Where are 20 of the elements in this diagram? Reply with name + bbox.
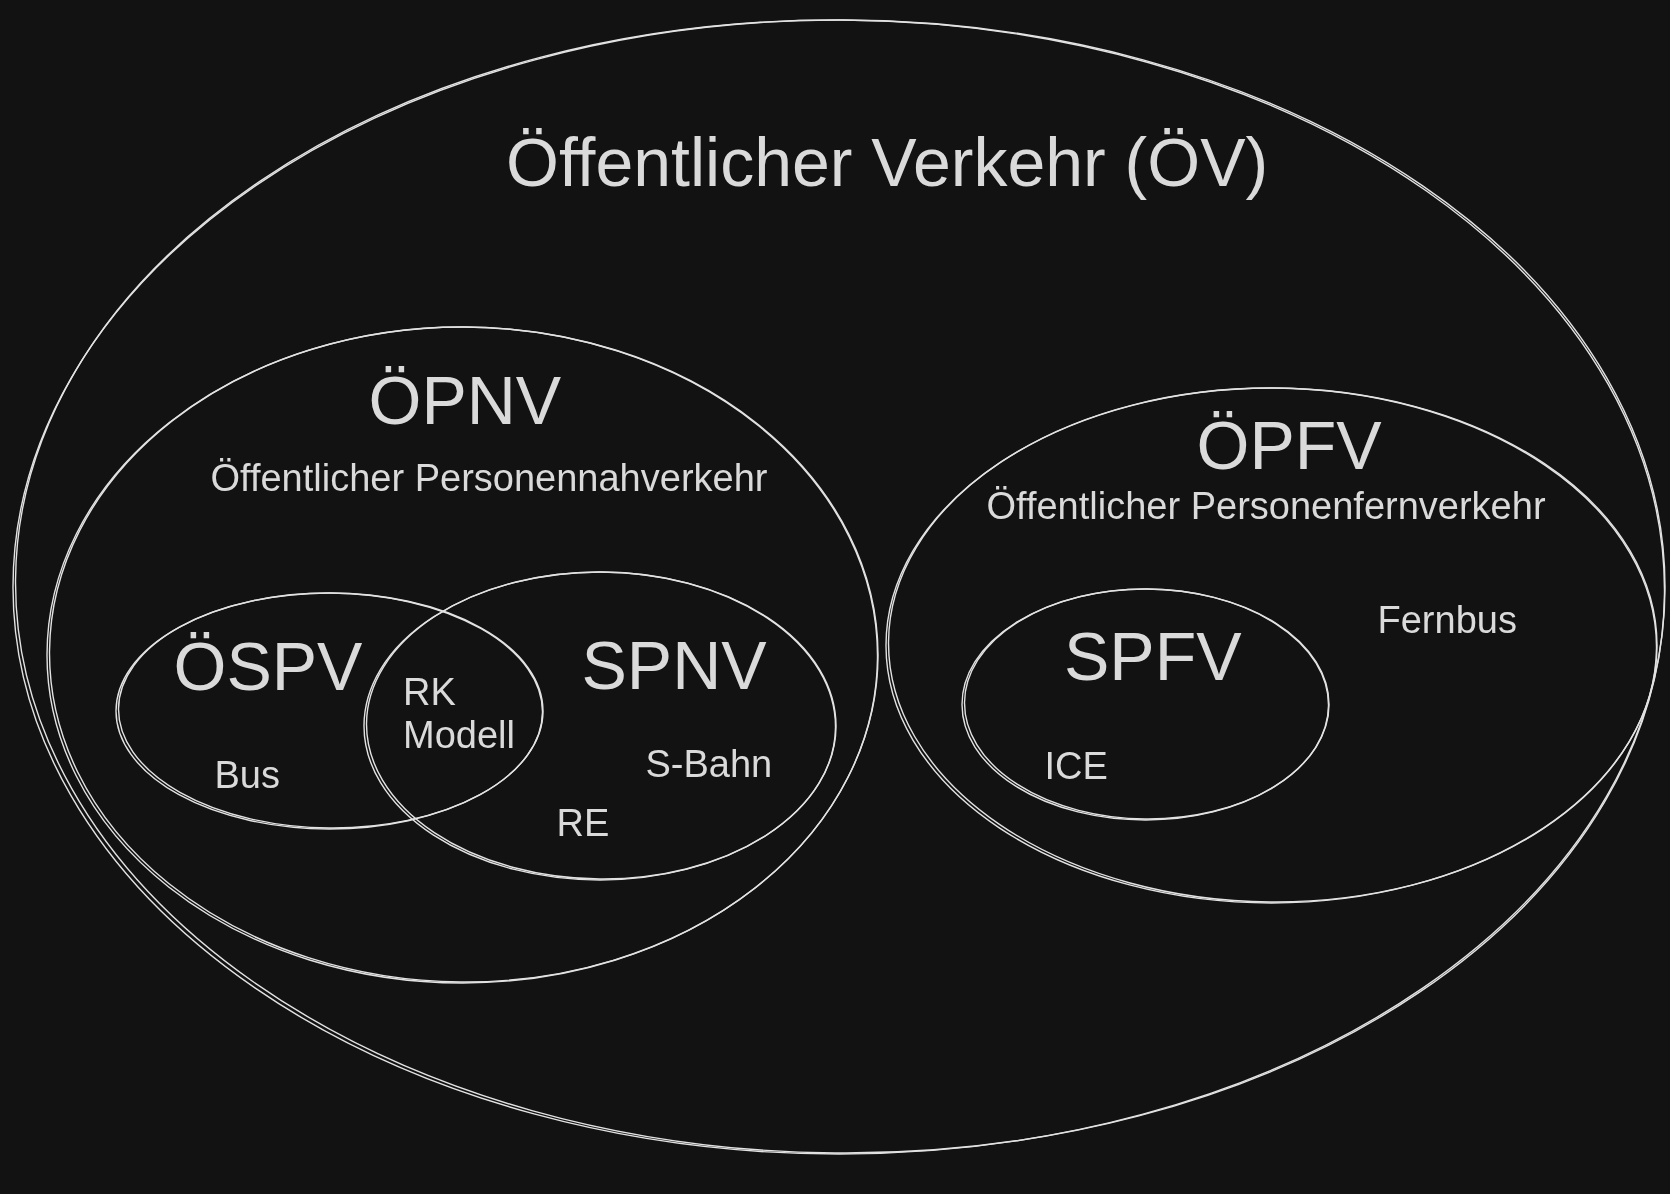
set-ellipse (884, 386, 1659, 905)
member-label: RE (556, 802, 610, 846)
set-title: SPNV (581, 626, 767, 705)
set-title: SPFV (1064, 617, 1242, 696)
set-title: ÖPFV (1196, 406, 1382, 485)
set-ellipse (960, 587, 1331, 822)
overlap-label: RK Modell (403, 671, 515, 757)
set-subtitle: Öffentlicher Personenfernverkehr (986, 485, 1546, 529)
set-ellipse (45, 325, 880, 985)
set-title: Öffentlicher Verkehr (ÖV) (506, 123, 1269, 202)
set-ellipse (114, 591, 545, 831)
member-label: S-Bahn (645, 743, 773, 787)
set-ellipse (11, 18, 1667, 1156)
member-label: ICE (1044, 745, 1108, 789)
member-label: Fernbus (1377, 599, 1517, 643)
set-title: ÖPNV (368, 361, 562, 440)
set-title: ÖSPV (173, 627, 363, 706)
set-ellipse (362, 570, 838, 882)
member-label: Bus (214, 754, 280, 798)
set-subtitle: Öffentlicher Personennahverkehr (210, 457, 768, 501)
